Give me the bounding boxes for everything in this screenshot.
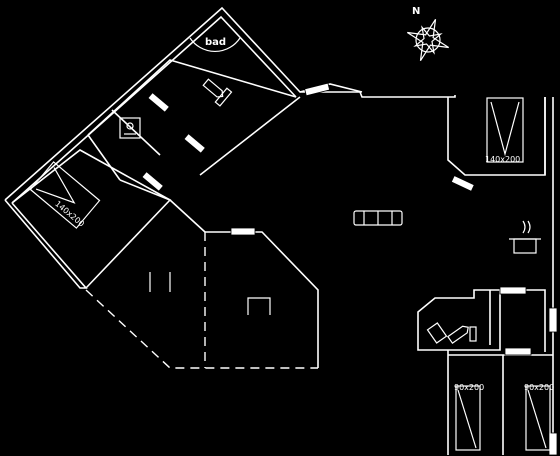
bathroom-right-wall xyxy=(417,289,501,351)
hall-cabinet-icon xyxy=(247,297,271,315)
compass-north-label: N xyxy=(412,6,420,17)
windows xyxy=(141,82,558,456)
compass-ring xyxy=(415,27,441,53)
window-right-lower xyxy=(548,432,558,456)
partition-hall xyxy=(119,179,206,233)
window-bath-top xyxy=(499,286,527,295)
terrace-room-wall xyxy=(205,231,319,368)
window-terrace-top xyxy=(230,227,256,236)
wing-outer-wall xyxy=(4,6,456,201)
single-bed-icon: 90x200 xyxy=(454,383,484,451)
window-bath-bottom xyxy=(504,347,532,356)
compass-star-diag xyxy=(413,25,443,55)
sofa-icon xyxy=(353,210,403,226)
terrace-dashed-edge xyxy=(85,289,318,369)
wing-inner-wall xyxy=(11,15,297,204)
bath-room: bad xyxy=(189,37,241,52)
compass-rose-icon: N xyxy=(407,6,449,61)
single-bed-icon: 90x200 xyxy=(524,383,554,451)
window-top-right-bed xyxy=(450,175,475,192)
bath-arc xyxy=(189,37,241,52)
window-right-side xyxy=(548,307,558,333)
double-bed-icon: 140x200 xyxy=(485,97,524,164)
window-top-connector xyxy=(304,82,331,97)
wing-bottom-wall xyxy=(4,199,88,289)
window-wing-2 xyxy=(183,133,206,154)
toilet-icon xyxy=(447,325,477,344)
cooking-pot-icon xyxy=(509,220,541,254)
bottom-bedrooms-wall xyxy=(447,350,553,455)
bed-top-right-size-label: 140x200 xyxy=(485,155,520,164)
outer-walls xyxy=(4,6,456,289)
partition-hall-inner xyxy=(199,96,301,176)
terrace-table-icon xyxy=(149,272,171,292)
shower-icon xyxy=(119,117,141,139)
bath-label: bad xyxy=(205,37,226,48)
partition-bed-rooms xyxy=(87,134,121,181)
sink-icon xyxy=(426,322,448,344)
hall-step-wall xyxy=(500,289,546,352)
living-walls xyxy=(417,97,554,455)
bed-left-size-label: 140x200 xyxy=(53,199,86,229)
window-wing-3 xyxy=(141,171,164,192)
window-wing-1 xyxy=(147,92,170,113)
partition-toilet-room xyxy=(111,109,161,156)
partition-left-bedroom xyxy=(11,149,172,289)
partition-bath-lower xyxy=(87,59,297,136)
bed-bottom-1-size-label: 90x200 xyxy=(454,383,484,392)
toilet-icon xyxy=(202,78,233,107)
bed-bottom-2-size-label: 90x200 xyxy=(524,383,554,392)
compass-star xyxy=(407,19,449,61)
double-bed-icon: 140x200 xyxy=(29,161,101,229)
